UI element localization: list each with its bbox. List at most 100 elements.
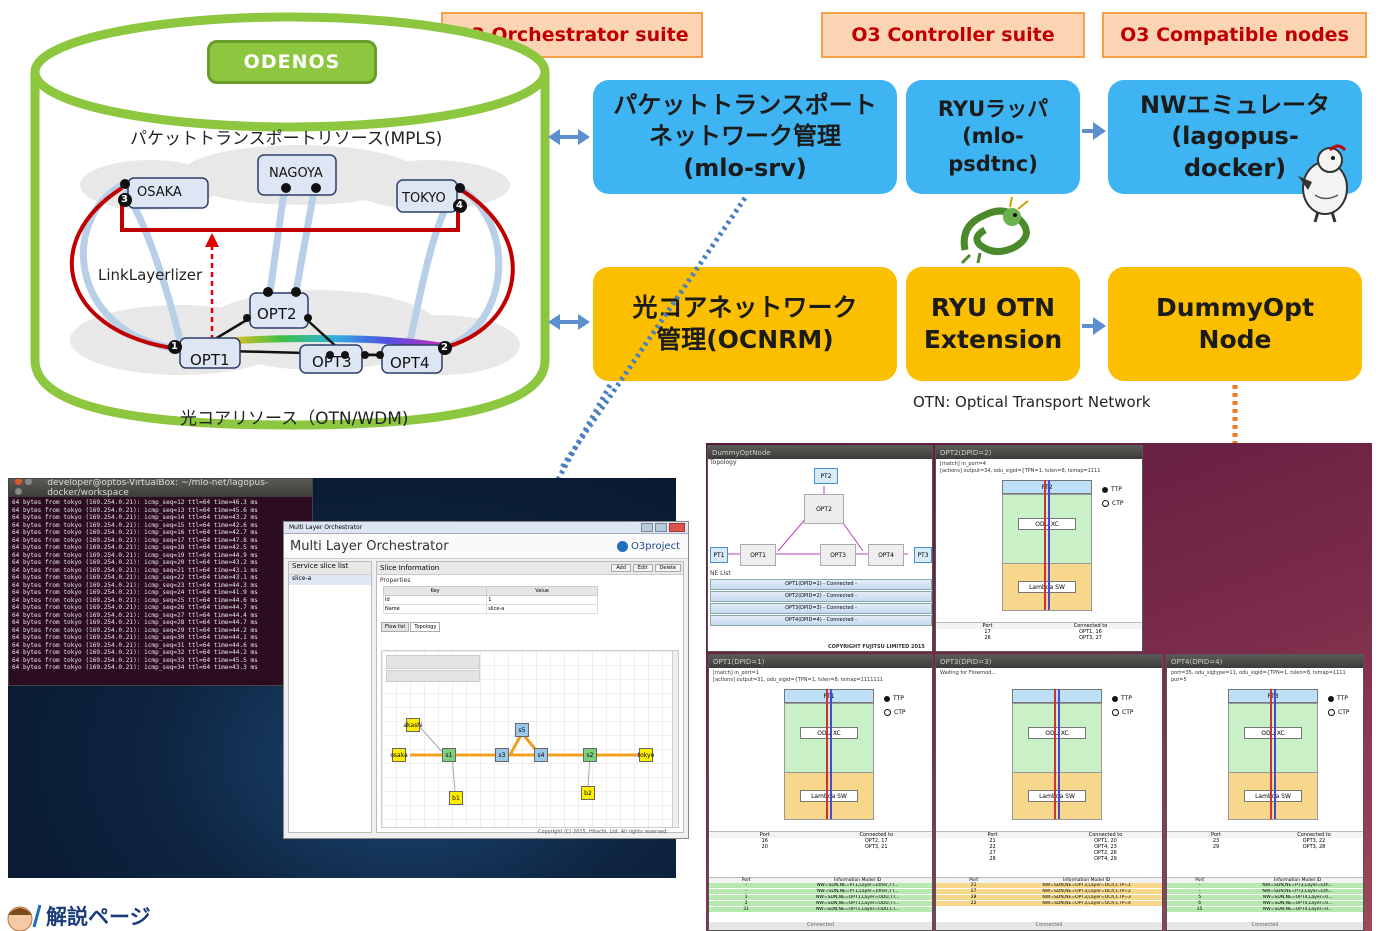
- topo-node[interactable]: s5: [515, 723, 529, 737]
- minimize-button[interactable]: [641, 523, 653, 532]
- topo-node[interactable]: b1: [449, 791, 463, 805]
- topo-node[interactable]: tokyo: [638, 748, 654, 762]
- topo-node[interactable]: s3: [495, 748, 509, 762]
- terminal-line: 64 bytes from tokyo (169.254.0.21): icmp…: [12, 641, 258, 649]
- table-cell: Id: [382, 595, 488, 605]
- port-cell: 21: [989, 838, 996, 844]
- top-port-box: PT3: [1228, 689, 1318, 703]
- explain-page-link[interactable]: 解説ページ: [4, 901, 151, 931]
- terminal-line: 64 bytes from tokyo (169.254.0.21): icmp…: [12, 664, 258, 671]
- dummy-topo-node: OPT3: [820, 544, 856, 566]
- model-id-cell: NW=SDN,NE=OPT1,Layer=ODU,CT...: [815, 907, 900, 912]
- maximize-button[interactable]: [655, 523, 667, 532]
- flow-line-red: [826, 689, 828, 819]
- model-row[interactable]: 31 NW=SDN,NE=OPT1,Layer=ODU,CT...: [709, 907, 932, 913]
- slice-list-item[interactable]: slice-a: [289, 575, 371, 585]
- legend-ctp: CTP: [1102, 500, 1123, 507]
- optical-core-mgmt-box: 光コアネットワーク 管理(OCNRM): [593, 267, 897, 381]
- ctp-icon: [1102, 500, 1109, 507]
- model-id-cell: NW=SDN,NE=OPT3,Layer=OCh,CTP=3: [1042, 895, 1131, 900]
- topo-node[interactable]: s4: [534, 748, 548, 762]
- connected-cell: OPT3, 22: [1302, 838, 1326, 844]
- tab-topology[interactable]: Topology: [410, 622, 441, 632]
- opt-window: OPT4(DPID=4)port=35, odu_sigtype=11, odu…: [1166, 654, 1364, 931]
- tab-flow-list[interactable]: Flow list: [381, 622, 410, 632]
- legend-ttp: TTP: [1112, 695, 1132, 702]
- topology-toolbar[interactable]: [386, 655, 480, 669]
- node-opt2: [249, 292, 309, 329]
- model-id-header: Information Model ID: [834, 878, 882, 883]
- port-cell: 29: [1212, 844, 1220, 850]
- explain-page-text[interactable]: 解説ページ: [46, 905, 151, 929]
- delete-button[interactable]: Delete: [654, 564, 681, 572]
- ne-list-row[interactable]: OPT4(DPID=4) - Connected -: [710, 615, 932, 626]
- topo-node[interactable]: b2: [581, 786, 595, 800]
- o3-logo-icon: [617, 540, 629, 552]
- close-button[interactable]: [669, 523, 685, 532]
- model-row[interactable]: -NW=SDN,NE=PT3,Layer=Eth...: [1167, 889, 1363, 895]
- otn-footnote: OTN: Optical Transport Network: [913, 393, 1151, 411]
- flow-line-blue: [830, 689, 832, 819]
- legend-ctp: CTP: [1112, 709, 1133, 716]
- flow-line-blue: [1058, 689, 1060, 819]
- packet-resource-label: パケットトランスポートリソース(MPLS): [130, 129, 443, 149]
- terminal-line: 64 bytes from tokyo (169.254.0.21): icmp…: [12, 566, 258, 574]
- model-port-cell: 22: [970, 901, 977, 906]
- add-button[interactable]: Add: [611, 564, 631, 572]
- dummyoptnode-title: DummyOptNode: [712, 448, 771, 457]
- port-header: Port: [987, 832, 998, 838]
- red-links: [70, 186, 515, 350]
- terminal-line: 64 bytes from tokyo (169.254.0.21): icmp…: [12, 581, 258, 589]
- topo-node[interactable]: osaka: [390, 748, 408, 762]
- model-row[interactable]: -NW=SDN,NE=PT1,Layer=Ether,TT...: [709, 889, 932, 895]
- slice-tabs: Flow list Topology: [381, 622, 683, 632]
- opt-window-title: OPT2(DPID=2): [940, 448, 992, 457]
- node-label-opt4: OPT4: [390, 354, 430, 372]
- model-id-cell: NW=SDN,NE=OPT4,Layer=0...: [1262, 907, 1333, 912]
- legend-ttp: TTP: [1102, 486, 1122, 493]
- connected-cell: OPT2, 17: [864, 838, 888, 844]
- port-cell: 26: [984, 635, 991, 641]
- marker-2: 2: [441, 342, 448, 353]
- model-port-cell: -: [1198, 889, 1201, 894]
- ne-list-row[interactable]: OPT1(DPID=1) - Connected -: [710, 579, 932, 590]
- connected-header: Connected to: [1088, 832, 1123, 838]
- node-label-opt2: OPT2: [257, 305, 297, 323]
- topo-node[interactable]: akashi: [403, 718, 423, 732]
- odu-xc-label: ODU XC: [800, 727, 858, 739]
- dummy-topo-node: PT1: [710, 547, 728, 563]
- legend-ctp-text: CTP: [1338, 709, 1350, 716]
- model-row[interactable]: -NW=SDN,NE=PT1,Layer=Ether,TT...: [709, 883, 932, 889]
- topology-scrollbar[interactable]: [672, 651, 678, 827]
- topo-node[interactable]: s1: [442, 748, 456, 762]
- ne-list-row[interactable]: OPT3(DPID=3) - Connected -: [710, 603, 932, 614]
- ne-list-row[interactable]: OPT2(DPID=2) - Connected -: [710, 591, 932, 602]
- topo-node[interactable]: s2: [583, 748, 597, 762]
- edit-button[interactable]: Edit: [632, 564, 653, 572]
- ne-list-label: NE List: [710, 570, 731, 577]
- legend-ttp-text: TTP: [1111, 486, 1122, 493]
- fujitsu-copyright: COPYRIGHT FUJITSU LIMITED 2015: [828, 644, 925, 650]
- terminal-line: 64 bytes from tokyo (169.254.0.21): icmp…: [12, 619, 258, 626]
- port-cell: 28: [989, 856, 996, 862]
- model-port-cell: 31: [743, 907, 750, 912]
- topology-label: Topology: [710, 459, 737, 466]
- topology-toolbar-2[interactable]: [386, 670, 480, 682]
- model-row[interactable]: -NW=SDN,NE=PT3,Layer=Eth...: [1167, 883, 1363, 889]
